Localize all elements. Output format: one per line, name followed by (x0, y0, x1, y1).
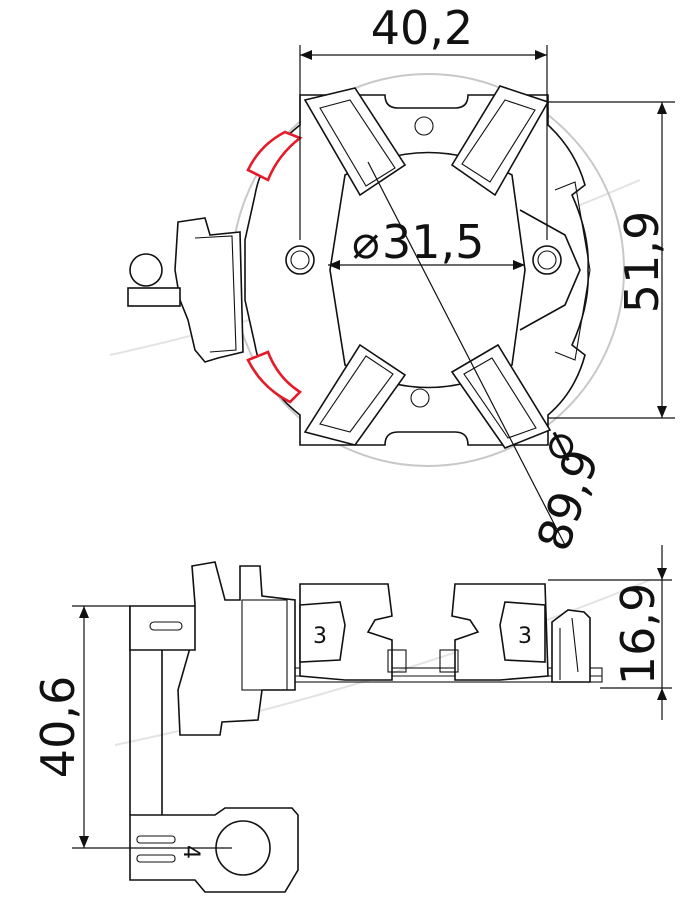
top-view (127, 73, 625, 546)
diameter-symbol-inner: ⌀ (352, 215, 380, 269)
diameter-leader (367, 161, 566, 546)
brush-label-right: 3 (518, 624, 532, 649)
side-right-clip (551, 609, 591, 683)
terminal-connector (127, 217, 244, 363)
dimension-outer-diameter: 89,9 ⌀ (526, 424, 609, 558)
dimension-stack-height: 16,9 (548, 545, 672, 720)
red-arc-lower (246, 350, 303, 404)
dimension-label-stack-height: 16,9 (611, 583, 665, 685)
side-view: 3 3 4 (129, 561, 603, 893)
dimension-width-top: 40,2 (299, 1, 548, 240)
rivet-bottom (410, 388, 430, 408)
dimension-height-side: 51,9 (548, 101, 675, 419)
brush-label-left: 3 (313, 624, 327, 649)
spring-clip (519, 209, 581, 331)
dimension-lead-length: 40,6 (31, 605, 232, 849)
connector-stud (129, 253, 163, 287)
terminal-label: 4 (178, 845, 203, 859)
mounting-hole-left (285, 245, 315, 275)
side-brush-holder-left: 3 (299, 583, 407, 681)
dimension-label-height: 51,9 (615, 211, 669, 313)
brush-holder-bottom-left (303, 343, 407, 446)
rivet-top (414, 116, 434, 136)
dimension-inner-diameter: ⌀ 31,5 (328, 215, 525, 270)
side-brush-holder-right: 3 (439, 583, 549, 681)
diameter-symbol-outer: ⌀ (527, 424, 587, 467)
brush-holder-top-left (303, 87, 407, 197)
brush-holder-top-right (450, 85, 550, 197)
mounting-hole-right (532, 245, 562, 275)
dimension-label-width: 40,2 (371, 1, 473, 55)
brush-holder-bottom-right (450, 343, 552, 449)
lead-wire (129, 605, 196, 815)
dimension-label-inner-diameter: 31,5 (382, 215, 484, 269)
terminal-lug: 4 (129, 807, 299, 893)
dimension-label-lead-length: 40,6 (31, 676, 85, 778)
